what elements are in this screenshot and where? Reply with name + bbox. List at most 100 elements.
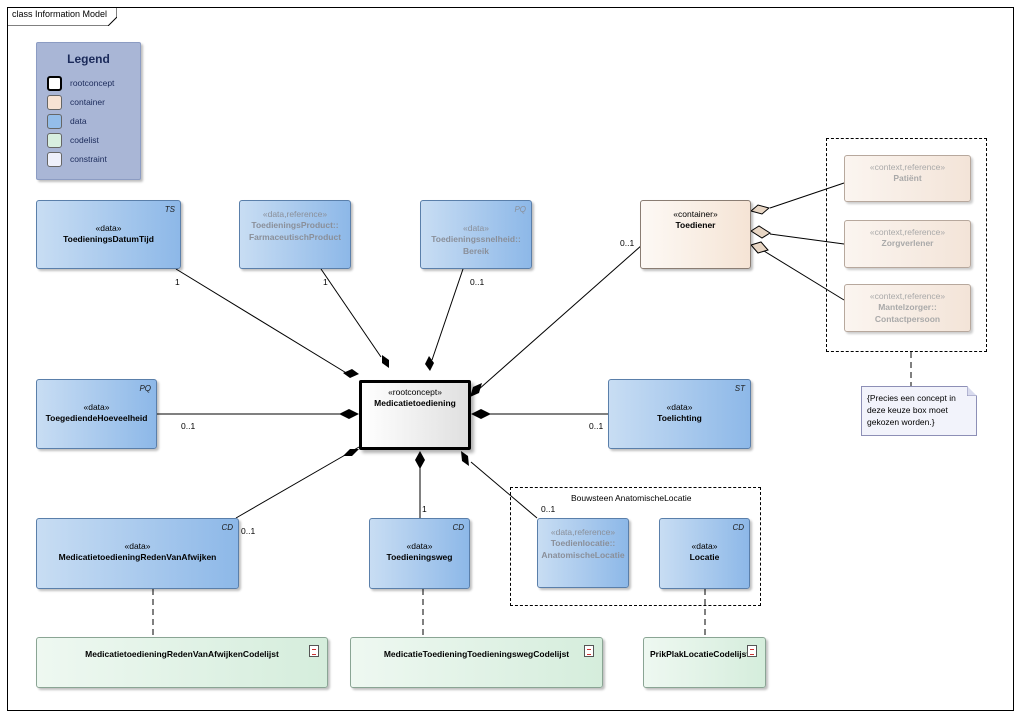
class-zorgverlener[interactable]: «context,reference» Zorgverlener bbox=[844, 220, 971, 268]
multiplicity-weg: 1 bbox=[422, 504, 427, 514]
legend-swatch-data bbox=[47, 114, 62, 129]
connector-toedienlocatie bbox=[470, 461, 538, 519]
class-name: Toediener bbox=[675, 220, 716, 230]
legend-swatch-rootconcept bbox=[47, 76, 62, 91]
legend-label: constraint bbox=[70, 154, 107, 164]
class-name: Contactpersoon bbox=[874, 314, 941, 324]
legend-swatch-container bbox=[47, 95, 62, 110]
connector-snelheid bbox=[431, 268, 464, 361]
class-name: AnatomischeLocatie bbox=[541, 550, 625, 560]
stereotype: «context,reference» bbox=[869, 291, 946, 301]
codelist-prikplaklocatie[interactable]: PrikPlakLocatieCodelijst bbox=[643, 637, 766, 688]
datatype-tag: CD bbox=[732, 523, 744, 532]
codelist-icon bbox=[747, 645, 757, 657]
class-name: Toedienlocatie:: bbox=[550, 538, 616, 548]
stereotype: «context,reference» bbox=[869, 162, 946, 172]
datatype-tag: ST bbox=[734, 384, 745, 393]
datatype-tag: PQ bbox=[514, 205, 526, 214]
class-toelichting[interactable]: ST «data» Toelichting bbox=[608, 379, 751, 449]
class-toedienlocatie-anatomischelocatie[interactable]: «data,reference» Toedienlocatie:: Anatom… bbox=[537, 518, 629, 588]
codelist-toedieningsweg[interactable]: MedicatieToedieningToedieningswegCodelij… bbox=[350, 637, 603, 688]
class-toediener[interactable]: «container» Toediener bbox=[640, 200, 751, 269]
connector-reden bbox=[235, 446, 360, 519]
group-title: Bouwsteen AnatomischeLocatie bbox=[571, 493, 692, 503]
class-name: Zorgverlener bbox=[881, 238, 934, 248]
codelist-name: PrikPlakLocatieCodelijst bbox=[650, 649, 750, 659]
connector-toediener bbox=[477, 244, 643, 391]
multiplicity-farmaceutisch: 1 bbox=[323, 277, 328, 287]
stereotype: «container» bbox=[673, 209, 718, 219]
codelist-icon bbox=[309, 645, 319, 657]
class-farmaceutischproduct[interactable]: «data,reference» ToedieningsProduct:: Fa… bbox=[239, 200, 351, 269]
frame-tab bbox=[7, 7, 117, 26]
multiplicity-snelheid: 0..1 bbox=[470, 277, 485, 287]
class-toedieningssnelheid-bereik[interactable]: PQ «data» Toedieningssnelheid:: Bereik bbox=[420, 200, 532, 269]
multiplicity-hoeveelheid: 0..1 bbox=[181, 421, 196, 431]
class-name: Medicatietoediening bbox=[374, 398, 456, 408]
class-mantelzorger-contactpersoon[interactable]: «context,reference» Mantelzorger:: Conta… bbox=[844, 284, 971, 332]
multiplicity-toedienlocatie: 0..1 bbox=[541, 504, 556, 514]
legend-label: rootconcept bbox=[70, 78, 115, 88]
class-name: ToedieningsDatumTijd bbox=[63, 234, 154, 244]
datatype-tag: CD bbox=[452, 523, 464, 532]
stereotype: «data» bbox=[691, 541, 718, 551]
connector-mantelzorger bbox=[763, 250, 845, 301]
legend-label: data bbox=[70, 116, 87, 126]
connector-patient bbox=[769, 182, 845, 209]
choice-box bbox=[826, 138, 987, 352]
stereotype: «rootconcept» bbox=[388, 387, 442, 397]
legend: Legend rootconcept container data codeli… bbox=[36, 42, 141, 180]
multiplicity-reden: 0..1 bbox=[241, 526, 256, 536]
class-medicatietoedieningredenvanafwijken[interactable]: CD «data» MedicatietoedieningRedenVanAfw… bbox=[36, 518, 239, 589]
class-locatie[interactable]: CD «data» Locatie bbox=[659, 518, 750, 589]
legend-label: codelist bbox=[70, 135, 99, 145]
datatype-tag: TS bbox=[164, 205, 175, 214]
class-name: Toelichting bbox=[657, 413, 702, 423]
group-bouwsteen-anatomischelocatie bbox=[510, 487, 761, 606]
class-toedieningsweg[interactable]: CD «data» Toedieningsweg bbox=[369, 518, 470, 589]
datatype-tag: CD bbox=[221, 523, 233, 532]
class-name: Locatie bbox=[689, 552, 720, 562]
class-patient[interactable]: «context,reference» Patiënt bbox=[844, 155, 971, 202]
datatype-tag: PQ bbox=[139, 384, 151, 393]
class-name: MedicatietoedieningRedenVanAfwijken bbox=[58, 552, 217, 562]
connector-datum-tijd bbox=[175, 268, 349, 375]
constraint-note: {Precies een concept in deze keuze box m… bbox=[861, 386, 977, 436]
class-name: Toedieningsweg bbox=[386, 552, 453, 562]
stereotype: «context,reference» bbox=[869, 227, 946, 237]
stereotype: «data» bbox=[666, 402, 693, 412]
stereotype: «data» bbox=[463, 223, 489, 233]
stereotype: «data,reference» bbox=[262, 209, 328, 219]
class-name: FarmaceutischProduct bbox=[248, 232, 342, 242]
legend-swatch-codelist bbox=[47, 133, 62, 148]
stereotype: «data,reference» bbox=[550, 527, 616, 537]
codelist-name: MedicatietoedieningRedenVanAfwijkenCodel… bbox=[85, 649, 279, 659]
class-name: Mantelzorger:: bbox=[878, 302, 937, 312]
legend-label: container bbox=[70, 97, 105, 107]
connector-zorgverlener bbox=[769, 233, 845, 245]
class-name: ToegediendeHoeveelheid bbox=[45, 413, 148, 423]
stereotype: «data» bbox=[83, 402, 110, 412]
class-medicatietoediening-root[interactable]: «rootconcept» Medicatietoediening bbox=[359, 380, 471, 450]
codelist-redenvanafwijken[interactable]: MedicatietoedieningRedenVanAfwijkenCodel… bbox=[36, 637, 328, 688]
multiplicity-toelichting: 0..1 bbox=[589, 421, 604, 431]
frame-label: class Information Model bbox=[12, 9, 108, 19]
diamond-datum-tijd bbox=[343, 369, 359, 378]
codelist-icon bbox=[584, 645, 594, 657]
stereotype: «data» bbox=[95, 223, 122, 233]
class-name: Bereik bbox=[463, 246, 489, 256]
note-fold bbox=[967, 386, 977, 396]
class-name: ToedieningsProduct:: bbox=[251, 220, 339, 230]
multiplicity-datum-tijd: 1 bbox=[175, 277, 180, 287]
diagram-frame bbox=[7, 7, 1014, 711]
connector-farmaceutisch bbox=[320, 268, 382, 358]
class-toegediendehoeveelheid[interactable]: PQ «data» ToegediendeHoeveelheid bbox=[36, 379, 157, 449]
class-name: Toedieningssnelheid:: bbox=[431, 234, 521, 244]
class-toedieningsdatumtijd[interactable]: TS «data» ToedieningsDatumTijd bbox=[36, 200, 181, 269]
legend-swatch-constraint bbox=[47, 152, 62, 167]
multiplicity-toediener: 0..1 bbox=[620, 238, 635, 248]
class-name: Patiënt bbox=[893, 173, 922, 183]
stereotype: «data» bbox=[124, 541, 151, 551]
legend-title: Legend bbox=[67, 52, 110, 66]
stereotype: «data» bbox=[406, 541, 433, 551]
